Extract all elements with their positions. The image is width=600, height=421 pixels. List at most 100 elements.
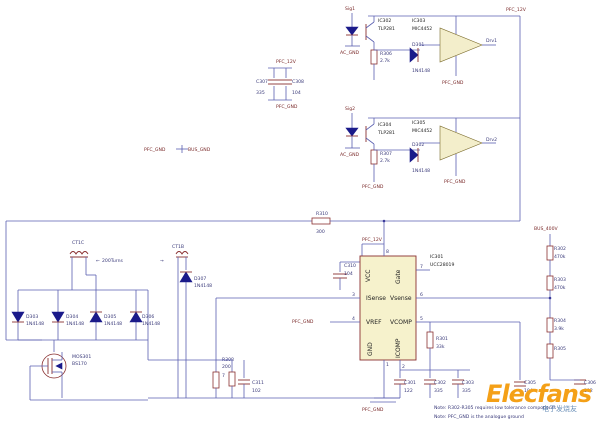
ic301-pin6: 6 <box>420 292 423 298</box>
ic301-vcc: VCC <box>365 270 372 282</box>
d305-part: 1N4148 <box>104 321 122 327</box>
sig1-label: Sig1 <box>345 6 355 12</box>
ct1b-label: CT1B <box>172 244 184 250</box>
net-pfc12v-ic: PFC_12V <box>362 237 383 243</box>
note-2: Note: PFC_GND is the analogue ground <box>434 414 524 420</box>
bottom-caps: C301 122 C302 335 C303 335 C305 104 C306… <box>362 370 596 413</box>
net-pfc12v-top: PFC_12V <box>506 7 527 13</box>
note-1: Note: R302-R305 requires low tolerance c… <box>434 405 557 411</box>
pfc-gnd-d1: PFC_GND <box>442 80 464 86</box>
r306-ref: R306 <box>380 51 392 57</box>
c305-ref: C305 <box>524 380 536 386</box>
drv1-part: MIC4452 <box>412 26 432 32</box>
r308-val1: 200 <box>222 364 231 370</box>
r301-ref: R301 <box>436 336 448 342</box>
ic301-part: UCC28019 <box>430 262 454 268</box>
c310-val: 104 <box>344 271 353 277</box>
ic301-pin4: 4 <box>352 316 355 322</box>
r305-ref: R305 <box>554 346 566 352</box>
pfc-gnd-bottom: PFC_GND <box>362 407 384 413</box>
d307-ref: D307 <box>194 276 206 282</box>
r310-loop: R310 300 <box>5 118 521 341</box>
iso2-ref: IC304 <box>378 122 391 128</box>
r307-val: 2.7k <box>380 158 390 164</box>
c307-val: 335 <box>256 90 265 96</box>
c310-ref: C310 <box>344 263 356 269</box>
d306-part: 1N4148 <box>142 321 160 327</box>
d301-ref: D301 <box>412 42 424 48</box>
ct-dir-arrow: → <box>160 259 164 264</box>
c303-val: 335 <box>462 388 471 394</box>
d307-part: 1N4148 <box>194 283 212 289</box>
ac-gnd-2: AC_GND <box>340 152 360 158</box>
mosfet-mos301: MOS301 BS170 <box>29 340 148 401</box>
d306-ref: D306 <box>142 314 154 320</box>
drv1-out: Drv1 <box>486 38 497 44</box>
mos301-part: BS170 <box>72 361 87 367</box>
d302-part: 1N4148 <box>412 168 430 174</box>
d305-ref: D305 <box>104 314 116 320</box>
ct1c-label: CT1C <box>72 240 84 246</box>
r302-ref: R302 <box>554 246 566 252</box>
bus-gnd-label: BUS_GND <box>188 147 211 153</box>
iso1-ref: IC302 <box>378 18 391 24</box>
drv1-ref: IC303 <box>412 18 425 24</box>
c306-val: 102 <box>584 388 593 394</box>
current-transformers: CT1C CT1B 200Turns → ← <box>69 240 189 398</box>
bus400-label: BUS_400V <box>534 226 558 232</box>
pfc-gnd-vref: PFC_GND <box>292 319 314 325</box>
ic301-vcomp: VCOMP <box>390 319 412 326</box>
diode-bridge: D303 1N4148 D304 1N4148 D305 1N4148 D306… <box>11 274 160 360</box>
r306-val: 2.7k <box>380 58 390 64</box>
net-pfc12v-cap: PFC_12V <box>276 59 297 65</box>
ic301: PFC_12V C310 104 IC301 UCC28019 VCC Gate… <box>292 237 550 398</box>
r308-val2: 7 <box>222 373 225 379</box>
ic301-pin2: 3 <box>352 292 355 298</box>
elecfans-logo: Elecfans 电子发烧友 <box>486 380 594 414</box>
c311-ref: C311 <box>252 380 264 386</box>
gnd-link: PFC_GND BUS_GND <box>144 145 211 153</box>
logo-sub: 电子发烧友 <box>542 405 577 413</box>
c301-val: 122 <box>404 388 413 394</box>
ic301-ref: IC301 <box>430 254 443 260</box>
r308-c311: R308 200 7 C311 102 <box>148 297 400 399</box>
ic301-vref: VREF <box>366 319 382 326</box>
r310-val: 300 <box>316 229 325 235</box>
d307: D307 1N4148 <box>179 265 212 398</box>
ic301-pin2b: 2 <box>402 364 405 370</box>
drv2-part: MIC4452 <box>412 128 432 134</box>
r304-val: 3.9k <box>554 326 564 332</box>
pfc-gnd-d2b: PFC_GND <box>362 184 384 190</box>
drv2-ref: IC305 <box>412 120 425 126</box>
ic301-icomp: ICOMP <box>395 338 402 358</box>
c302-val: 335 <box>434 388 443 394</box>
vcomp-network: R301 33k <box>400 321 521 380</box>
c308-val: 104 <box>292 90 301 96</box>
ic301-gate: Gate <box>395 269 402 284</box>
turns-label: 200Turns <box>102 258 124 264</box>
caps-c307-c308: PFC_12V C307 335 C308 104 PFC_GND <box>256 59 304 110</box>
r301-val: 33k <box>436 344 445 350</box>
ac-gnd-1: AC_GND <box>340 50 360 56</box>
drv2-out: Drv2 <box>486 137 497 143</box>
ic301-pin7: 7 <box>420 264 423 270</box>
d304-ref: D304 <box>66 314 78 320</box>
sig2-label: Sig2 <box>345 106 355 112</box>
d303-ref: D303 <box>26 314 38 320</box>
r310-ref: R310 <box>316 211 328 217</box>
r304-ref: R304 <box>554 318 566 324</box>
c305-val: 104 <box>524 388 533 394</box>
c303-ref: C303 <box>462 380 474 386</box>
ic301-vsense: Vsense <box>390 295 412 302</box>
pfc-gnd-cap: PFC_GND <box>276 104 298 110</box>
pfc-gnd-link: PFC_GND <box>144 147 166 153</box>
c311-val: 102 <box>252 388 261 394</box>
r303-val: 470k <box>554 285 566 291</box>
ic301-isense: ISense <box>366 295 386 302</box>
d302-ref: D302 <box>412 142 424 148</box>
ic301-gnd: GND <box>367 342 374 356</box>
pfc-gnd-d2: PFC_GND <box>444 179 466 185</box>
ic301-pin1: 1 <box>386 362 389 368</box>
divider-chain: BUS_400V R302 470k R303 470k R304 3.9k R… <box>534 226 580 381</box>
